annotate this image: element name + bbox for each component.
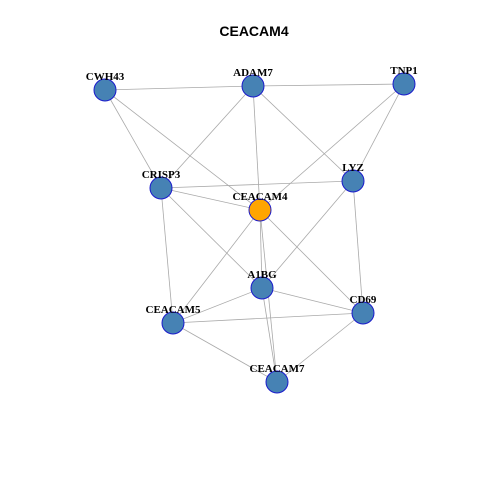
node-label-ceacam7: CEACAM7: [250, 363, 305, 375]
node-ceacam7[interactable]: [265, 370, 289, 394]
edge-cwh43-ceacam4: [104, 89, 261, 211]
node-layer: [93, 72, 416, 394]
edge-crisp3-ceacam5: [160, 187, 174, 324]
edge-ceacam5-cd69: [172, 312, 364, 324]
edge-tnp1-ceacam4: [259, 83, 405, 211]
node-cwh43[interactable]: [93, 78, 117, 102]
node-label-crisp3: CRISP3: [142, 169, 181, 181]
edge-adam7-crisp3: [160, 85, 254, 189]
node-a1bg[interactable]: [250, 276, 274, 300]
node-label-cwh43: CWH43: [86, 71, 125, 83]
edge-cwh43-adam7: [104, 85, 254, 91]
node-label-a1bg: A1BG: [247, 269, 277, 281]
edge-cwh43-crisp3: [104, 89, 162, 189]
edge-a1bg-ceacam5: [172, 287, 263, 324]
edge-cd69-ceacam7: [276, 312, 364, 383]
node-label-adam7: ADAM7: [233, 67, 273, 79]
edge-ceacam5-ceacam7: [172, 322, 278, 383]
edge-ceacam4-cd69: [259, 209, 364, 314]
node-label-lyz: LYZ: [342, 162, 364, 174]
graph-title: CEACAM4: [219, 23, 288, 39]
edge-crisp3-lyz: [160, 180, 354, 189]
node-tnp1[interactable]: [392, 72, 416, 96]
edge-lyz-cd69: [352, 180, 364, 314]
node-cd69[interactable]: [351, 301, 375, 325]
edge-adam7-ceacam4: [252, 85, 261, 211]
node-label-ceacam5: CEACAM5: [146, 304, 201, 316]
edge-crisp3-ceacam4: [160, 187, 261, 211]
node-lyz[interactable]: [341, 169, 365, 193]
node-label-cd69: CD69: [350, 294, 377, 306]
edge-ceacam4-ceacam5: [172, 209, 261, 324]
edge-a1bg-ceacam7: [261, 287, 278, 383]
edge-lyz-a1bg: [261, 180, 354, 289]
node-label-ceacam4: CEACAM4: [233, 191, 288, 203]
edge-adam7-lyz: [252, 85, 354, 182]
edge-layer: [104, 83, 405, 383]
edge-a1bg-cd69: [261, 287, 364, 314]
node-ceacam4[interactable]: [248, 198, 272, 222]
edge-adam7-tnp1: [252, 83, 405, 87]
edge-crisp3-a1bg: [160, 187, 263, 289]
edge-ceacam4-a1bg: [259, 209, 263, 289]
node-label-tnp1: TNP1: [390, 65, 418, 77]
edge-tnp1-lyz: [352, 83, 405, 182]
node-ceacam5[interactable]: [161, 311, 185, 335]
node-adam7[interactable]: [241, 74, 265, 98]
node-crisp3[interactable]: [149, 176, 173, 200]
